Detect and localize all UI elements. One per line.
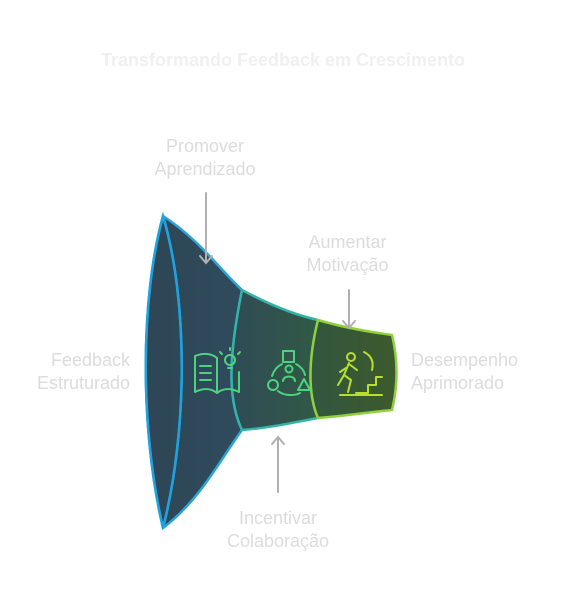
shapes-network-icon — [267, 350, 311, 397]
label-desempenho-aprimorado: Desempenho Aprimorado — [411, 350, 519, 393]
arrow-promover — [199, 192, 213, 265]
label-aumentar-motivacao: Aumentar Motivação — [306, 232, 389, 275]
diagram-title: Transformando Feedback em Crescimento — [100, 50, 466, 70]
funnel-segment-1 — [144, 214, 244, 531]
funnel-segment-2 — [230, 288, 320, 432]
funnel-segment-3 — [309, 318, 398, 420]
funnel-inner-curve — [161, 215, 183, 529]
label-feedback-estruturado: Feedback Estruturado — [36, 350, 130, 393]
arrow-incentivar — [271, 435, 285, 493]
label-incentivar-colaboracao: Incentivar Colaboração — [226, 508, 330, 551]
book-lightbulb-icon — [194, 347, 241, 394]
climbing-person-icon — [337, 351, 383, 396]
label-promover-aprendizado: Promover Aprendizado — [154, 136, 256, 179]
arrow-aumentar — [342, 289, 356, 330]
